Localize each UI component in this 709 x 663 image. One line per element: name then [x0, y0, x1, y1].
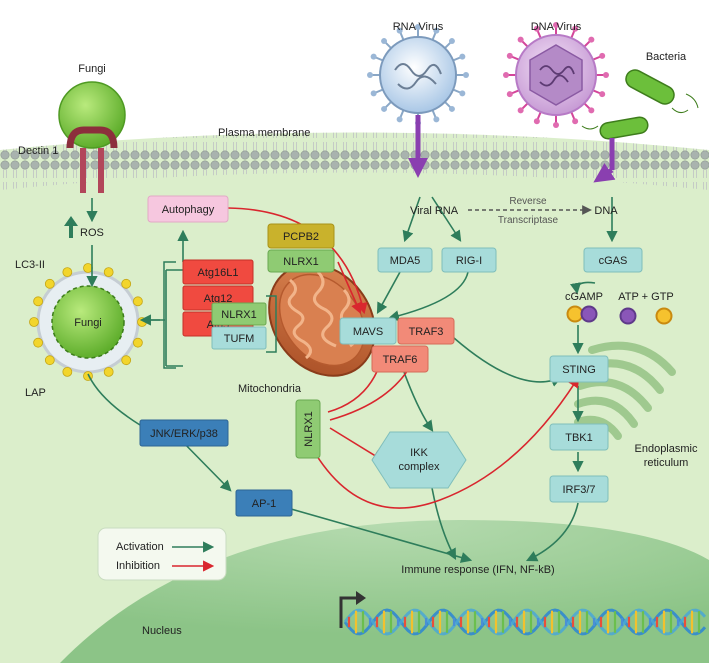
dna-label: DNA	[594, 205, 618, 217]
svg-text:complex: complex	[399, 461, 440, 473]
transcription-arrowhead-icon	[356, 591, 366, 605]
fungi-inner-label: Fungi	[74, 317, 102, 329]
ros-label: ROS	[80, 227, 104, 239]
legend-inhibition-label: Inhibition	[116, 560, 160, 572]
viral-rna-label: Viral RNA	[410, 205, 459, 217]
svg-text:NLRX1: NLRX1	[221, 309, 256, 321]
gtp-molecule	[655, 307, 673, 325]
rna-virus-label: RNA Virus	[393, 21, 444, 33]
mavs-node: MAVS	[339, 317, 397, 345]
tbk1-node: TBK1	[549, 423, 609, 451]
traf3-node: TRAF3	[397, 317, 455, 345]
ikk-complex-node: IKK complex	[371, 431, 467, 489]
svg-text:TRAF6: TRAF6	[383, 354, 418, 366]
increase-arrow-icon	[64, 216, 78, 238]
cgamp-molecule	[566, 305, 598, 323]
nlrx1-mid-node: NLRX1	[211, 302, 267, 326]
atg16l1-node: Atg16L1	[182, 259, 254, 285]
reverse-label: Reverse	[509, 196, 547, 207]
svg-text:Atg16L1: Atg16L1	[198, 267, 239, 279]
atg-bracket	[163, 261, 176, 369]
irf37-node: IRF3/7	[549, 475, 609, 503]
svg-text:NLRX1: NLRX1	[303, 411, 315, 446]
svg-text:PCPB2: PCPB2	[283, 231, 319, 243]
mitochondria-label: Mitochondria	[238, 383, 302, 395]
atp-molecule	[619, 307, 637, 325]
bacteria	[581, 69, 699, 140]
svg-text:cGAS: cGAS	[599, 255, 628, 267]
lc3-label: LC3-II	[15, 259, 45, 271]
immune-response-label: Immune response (IFN, NF-kB)	[401, 564, 554, 576]
endoplasmic-label: Endoplasmic	[635, 443, 698, 455]
svg-text:RIG-I: RIG-I	[456, 255, 482, 267]
svg-text:Atg12: Atg12	[204, 293, 233, 305]
nlrx1-top-node: NLRX1	[267, 249, 335, 273]
ap1-node: AP-1	[235, 489, 293, 517]
svg-text:TRAF3: TRAF3	[409, 326, 444, 338]
rna-virus	[367, 24, 469, 126]
svg-text:MAVS: MAVS	[353, 326, 383, 338]
svg-text:TUFM: TUFM	[224, 333, 255, 345]
svg-text:IRF3/7: IRF3/7	[562, 484, 595, 496]
reticulum-label: reticulum	[644, 457, 689, 469]
activation-arrows	[86, 196, 618, 563]
dna-virus	[503, 22, 609, 128]
sting-node: STING	[549, 355, 609, 383]
svg-text:IKK: IKK	[410, 447, 428, 459]
svg-text:MDA5: MDA5	[390, 255, 421, 267]
rig1-node: RIG-I	[441, 247, 497, 273]
mda5-node: MDA5	[377, 247, 433, 273]
svg-text:NLRX1: NLRX1	[283, 256, 318, 268]
dectin-label: Dectin 1	[18, 145, 58, 157]
cgas-node: cGAS	[583, 247, 643, 273]
legend-box	[97, 527, 227, 581]
svg-text:Autophagy: Autophagy	[162, 204, 215, 216]
transcriptase-label: Transcriptase	[498, 215, 559, 226]
dectin-receptor	[66, 126, 118, 193]
pcpb2-node: PCPB2	[267, 223, 335, 249]
svg-text:STING: STING	[562, 364, 596, 376]
atp-gtp-label: ATP + GTP	[618, 291, 674, 303]
tufm-node: TUFM	[211, 326, 267, 350]
legend: Activation Inhibition	[97, 527, 227, 581]
svg-text:TBK1: TBK1	[565, 432, 593, 444]
jnk-erk-p38-node: JNK/ERK/p38	[139, 419, 229, 447]
nlrx1-tufm-bracket	[266, 295, 277, 353]
dna-virus-label: DNA Virus	[531, 21, 582, 33]
lap-vesicle	[29, 263, 147, 381]
svg-text:JNK/ERK/p38: JNK/ERK/p38	[150, 428, 218, 440]
cgamp-label: cGAMP	[565, 291, 603, 303]
fungi-label: Fungi	[78, 63, 106, 75]
plasma-membrane	[0, 132, 709, 190]
bacteria-entry-arrow	[593, 163, 616, 183]
lap-label: LAP	[25, 387, 46, 399]
nlrx1-vertical-node: NLRX1	[295, 399, 321, 459]
svg-text:AP-1: AP-1	[252, 498, 276, 510]
plasma-membrane-label: Plasma membrane	[218, 127, 310, 139]
autophagy-node: Autophagy	[147, 195, 229, 223]
legend-activation-label: Activation	[116, 541, 164, 553]
traf6-node: TRAF6	[371, 345, 429, 373]
dna-helix	[343, 608, 707, 636]
bacteria-label: Bacteria	[646, 51, 687, 63]
transcription-start-icon	[339, 596, 358, 628]
nucleus-label: Nucleus	[142, 625, 182, 637]
